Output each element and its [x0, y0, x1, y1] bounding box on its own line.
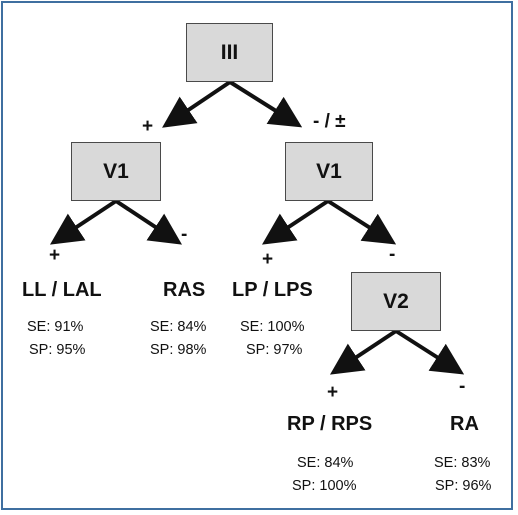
- arrow-v1a-left: [49, 199, 118, 245]
- arrow-root-right: [228, 80, 303, 128]
- leaf-se: SE: 83%: [434, 455, 491, 471]
- leaf-se: SE: 100%: [240, 319, 305, 335]
- node-root: III: [186, 23, 273, 82]
- leaf-sp: SP: 98%: [150, 342, 207, 358]
- arrow-v1b-right: [326, 199, 397, 245]
- leaf-sp: SP: 96%: [435, 478, 492, 494]
- sign-v1a-right: -: [181, 224, 188, 245]
- sign-v1a-left: +: [49, 245, 61, 266]
- node-v1-right: V1: [285, 142, 373, 201]
- leaf-label: RAS: [163, 279, 206, 301]
- leaf-label: RP / RPS: [287, 413, 373, 435]
- arrow-v2-left: [329, 329, 398, 375]
- sign-root-left: +: [142, 116, 154, 137]
- sign-v1b-left: +: [262, 249, 274, 270]
- sign-v2-right: -: [459, 376, 466, 397]
- leaf-se: SE: 84%: [150, 319, 207, 335]
- node-v1-left: V1: [71, 142, 161, 201]
- leaf-sp: SP: 95%: [29, 342, 86, 358]
- sign-v2-left: +: [327, 382, 339, 403]
- sign-root-right: - / ±: [313, 111, 346, 132]
- sign-v1b-right: -: [389, 244, 396, 265]
- leaf-sp: SP: 97%: [246, 342, 303, 358]
- leaf-se: SE: 84%: [297, 455, 354, 471]
- leaf-label: LL / LAL: [22, 279, 102, 301]
- leaf-se: SE: 91%: [27, 319, 84, 335]
- arrow-v1b-left: [261, 199, 330, 245]
- leaf-label: LP / LPS: [232, 279, 313, 301]
- arrow-v1a-right: [114, 199, 183, 245]
- diagram-frame: [1, 1, 513, 510]
- node-v2: V2: [351, 272, 441, 331]
- leaf-sp: SP: 100%: [292, 478, 357, 494]
- arrow-root-left: [162, 80, 232, 128]
- arrow-v2-right: [394, 329, 465, 375]
- leaf-label: RA: [450, 413, 479, 435]
